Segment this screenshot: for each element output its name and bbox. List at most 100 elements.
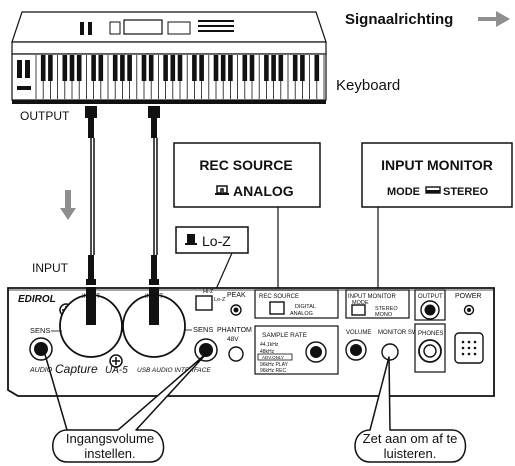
model-number: UA-5 — [105, 365, 128, 376]
black-key — [48, 55, 53, 81]
sens-right-knob[interactable] — [194, 338, 218, 362]
bubble-sens-line-2: instellen. — [84, 446, 135, 461]
callout-input-monitor-value: STEREO — [443, 186, 489, 198]
ua5-device: EDIROL INPUT INPUT SENS SENS — [7, 287, 495, 397]
monitor-sw-button[interactable] — [381, 343, 399, 361]
bubble-sens-line-1: Ingangsvolume — [66, 431, 154, 446]
sens-left-knob[interactable] — [29, 337, 53, 361]
signal-direction-arrow-icon — [478, 11, 510, 27]
bubble-sens: Ingangsvolume instellen. — [43, 350, 208, 463]
black-key — [249, 55, 255, 81]
phantom-label: PHANTOM — [217, 327, 252, 334]
model-prefix: AUDIO — [29, 367, 53, 374]
rec-source-switch[interactable] — [269, 301, 285, 315]
screw-icon — [109, 354, 123, 368]
black-key — [62, 55, 68, 81]
keyboard-label: Keyboard — [336, 77, 400, 94]
power-led — [463, 304, 475, 316]
input-label: INPUT — [32, 261, 69, 275]
callout-input-monitor-title: INPUT MONITOR — [381, 157, 493, 173]
output-label: OUTPUT — [418, 294, 443, 300]
phones-jack[interactable] — [418, 339, 442, 363]
black-key — [192, 55, 197, 81]
rate-48-label: 48kHz — [260, 349, 275, 355]
black-key — [98, 55, 104, 81]
power-label: POWER — [455, 293, 481, 300]
callout-rec-source: REC SOURCE ANALOG — [173, 142, 321, 306]
callout-lo-z: Lo-Z — [175, 226, 249, 297]
output-knob[interactable] — [420, 300, 440, 320]
black-key — [40, 55, 46, 81]
peak-led — [230, 304, 242, 316]
keyboard-illustration — [11, 11, 327, 104]
power-button[interactable] — [454, 332, 484, 364]
rec-source-panel-label: REC SOURCE — [259, 294, 299, 300]
input-jack-left[interactable]: INPUT — [59, 287, 123, 358]
keyboard-keys — [35, 55, 325, 99]
hiz-loz-switch[interactable] — [195, 295, 213, 311]
callout-input-monitor: INPUT MONITOR MODE STEREO — [361, 142, 513, 305]
input-monitor-panel-label: INPUT MONITOR — [348, 294, 396, 300]
hiz-label: Hi-Z — [203, 289, 214, 295]
black-key — [148, 55, 154, 81]
black-key — [220, 55, 226, 81]
black-key — [170, 55, 176, 81]
callout-rec-source-value: ANALOG — [233, 183, 294, 199]
cable-right — [148, 106, 160, 285]
im-mono-label: MONO — [375, 312, 393, 318]
input-jack-right-label: INPUT — [145, 294, 163, 300]
mode-label: MODE — [352, 300, 369, 306]
phantom-switch[interactable] — [228, 346, 244, 362]
callout-input-monitor-mode: MODE — [387, 186, 420, 198]
volume-knob[interactable] — [345, 339, 367, 361]
black-key — [127, 55, 132, 81]
phones-label: PHONES — [418, 331, 443, 337]
cable-left — [85, 106, 97, 285]
rec-analog-label: ANALOG — [290, 311, 313, 317]
black-key — [314, 55, 320, 81]
rate-96-rec-label: 96kHz REC — [260, 368, 287, 374]
sample-rate-knob[interactable] — [305, 341, 327, 363]
bubble-monitor-line-2: luisteren. — [384, 446, 437, 461]
black-key — [112, 55, 118, 81]
adv-only-label: ADV.ONLY — [262, 355, 284, 360]
im-stereo-label: STEREO — [375, 306, 398, 312]
black-key — [292, 55, 298, 81]
keyboard-output-label: OUTPUT — [20, 109, 70, 123]
black-key — [271, 55, 276, 81]
volume-label: VOLUME — [346, 330, 371, 336]
black-key — [141, 55, 147, 81]
bubble-monitor: Zet aan om af te luisteren. — [354, 356, 467, 463]
rate-44-label: 44.1kHz — [260, 342, 279, 348]
black-key — [228, 55, 233, 81]
black-key — [242, 55, 248, 81]
black-key — [76, 55, 82, 81]
black-key — [300, 55, 305, 81]
sens-right-label: SENS — [193, 325, 213, 334]
device-brand: EDIROL — [18, 294, 56, 305]
callout-rec-source-title: REC SOURCE — [199, 157, 292, 173]
black-key — [120, 55, 125, 81]
input-jack-right[interactable]: INPUT — [122, 287, 186, 358]
black-key — [264, 55, 269, 81]
phantom-volts: 48V — [227, 336, 239, 343]
peak-label: PEAK — [227, 292, 246, 299]
rec-digital-label: DIGITAL — [295, 304, 316, 310]
black-key — [278, 55, 284, 81]
signal-direction-label: Signaalrichting — [345, 11, 453, 28]
down-arrow-icon — [60, 190, 76, 220]
sens-left-label: SENS — [30, 326, 50, 335]
bubble-monitor-line-1: Zet aan om af te — [363, 431, 458, 446]
black-key — [177, 55, 183, 81]
sample-rate-label: SAMPLE RATE — [262, 332, 308, 339]
black-key — [69, 55, 75, 81]
rate-96-play-label: 96kHz PLAY — [260, 362, 289, 368]
black-key — [213, 55, 219, 81]
black-key — [199, 55, 204, 81]
input-jack-left-label: INPUT — [82, 294, 100, 300]
model-name: Capture — [55, 362, 98, 376]
black-key — [91, 55, 96, 81]
model-suffix: USB AUDIO INTERFACE — [137, 367, 211, 374]
input-monitor-mode-switch[interactable] — [351, 304, 366, 316]
